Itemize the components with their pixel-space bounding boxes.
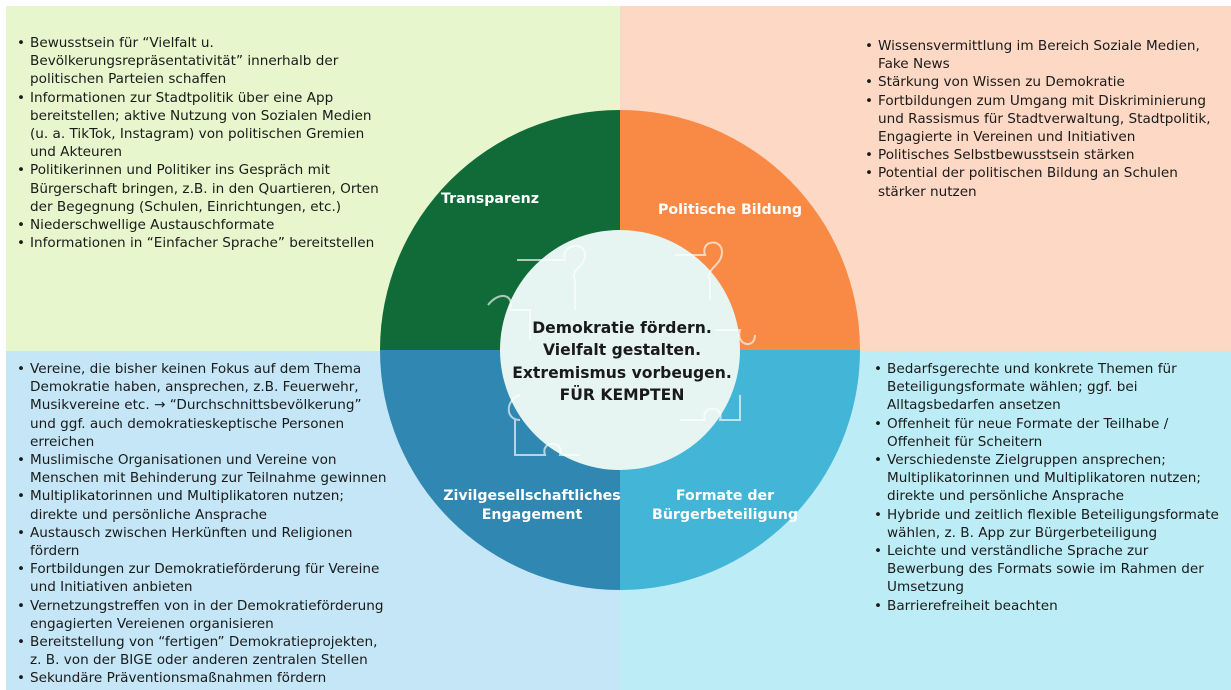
puzzle-icon — [487, 241, 756, 456]
bullet-item: Muslimische Organisationen und Vereine v… — [14, 451, 389, 487]
bullet-item: Vernetzungstreffen von in der Demokratie… — [14, 597, 389, 633]
bullet-item: Bewusstsein für “Vielfalt u. Bevölkerung… — [14, 34, 394, 89]
bullet-item: Fortbildungen zum Umgang mit Diskriminie… — [862, 92, 1222, 147]
transparenz-bullet-list: Bewusstsein für “Vielfalt u. Bevölkerung… — [14, 34, 394, 253]
label-zivilgesellschaftliches-engagement: Zivilgesellschaftliches Engagement — [443, 488, 621, 523]
slogan-line: Extremismus vorbeugen. — [512, 363, 732, 382]
label-politische-bildung: Politische Bildung — [657, 202, 803, 218]
bullet-item: Niederschwellige Austauschformate — [14, 216, 394, 234]
slogan-line: Vielfalt gestalten. — [543, 341, 701, 360]
bullet-item: Hybride und zeitlich flexible Beteiligun… — [871, 506, 1226, 542]
label-formate-buergerbeteiligung: Formate der Bürgerbeteiligung — [652, 488, 798, 523]
bullet-item: Verschiedenste Zielgruppen ansprechen; M… — [871, 451, 1226, 506]
bullet-item: Bereitstellung von “fertigen” Demokratie… — [14, 633, 389, 669]
center-slogan: Demokratie fördern. Vielfalt gestalten. … — [502, 317, 742, 407]
bullet-item: Wissensvermittlung im Bereich Soziale Me… — [862, 37, 1222, 73]
bullet-item: Multiplikatorinnen und Multiplikatoren n… — [14, 487, 389, 523]
bullet-item: Politisches Selbstbewusstsein stärken — [862, 146, 1222, 164]
bullet-item: Politikerinnen und Politiker ins Gespräc… — [14, 161, 394, 216]
bullet-item: Informationen zur Stadtpolitik über eine… — [14, 89, 394, 162]
bullet-item: Offenheit für neue Formate der Teilhabe … — [871, 415, 1226, 451]
bullet-item: Potential der politischen Bildung an Sch… — [862, 164, 1222, 200]
bullet-item: Vereine, die bisher keinen Fokus auf dem… — [14, 360, 389, 451]
bullet-item: Informationen in “Einfacher Sprache” ber… — [14, 234, 394, 252]
slogan-line: Demokratie fördern. — [532, 319, 712, 337]
center-circle — [500, 230, 740, 470]
engagement-bullet-list: Vereine, die bisher keinen Fokus auf dem… — [14, 360, 389, 688]
bullet-item: Bedarfsgerechte und konkrete Themen für … — [871, 360, 1226, 415]
bullet-item: Sekundäre Präventionsmaßnahmen fördern — [14, 669, 389, 687]
bullet-item: Austausch zwischen Herkünften und Religi… — [14, 524, 389, 560]
label-transparenz: Transparenz — [441, 191, 539, 207]
bullet-item: Fortbildungen zur Demokratieförderung fü… — [14, 560, 389, 596]
buergerbeteiligung-bullet-list: Bedarfsgerechte und konkrete Themen für … — [871, 360, 1226, 615]
bullet-item: Stärkung von Wissen zu Demokratie — [862, 73, 1222, 91]
bullet-item: Leichte und verständliche Sprache zur Be… — [871, 542, 1226, 597]
bullet-item: Barrierefreiheit beachten — [871, 597, 1226, 615]
politische-bildung-bullet-list: Wissensvermittlung im Bereich Soziale Me… — [862, 37, 1222, 201]
slogan-line: FÜR KEMPTEN — [559, 386, 685, 405]
